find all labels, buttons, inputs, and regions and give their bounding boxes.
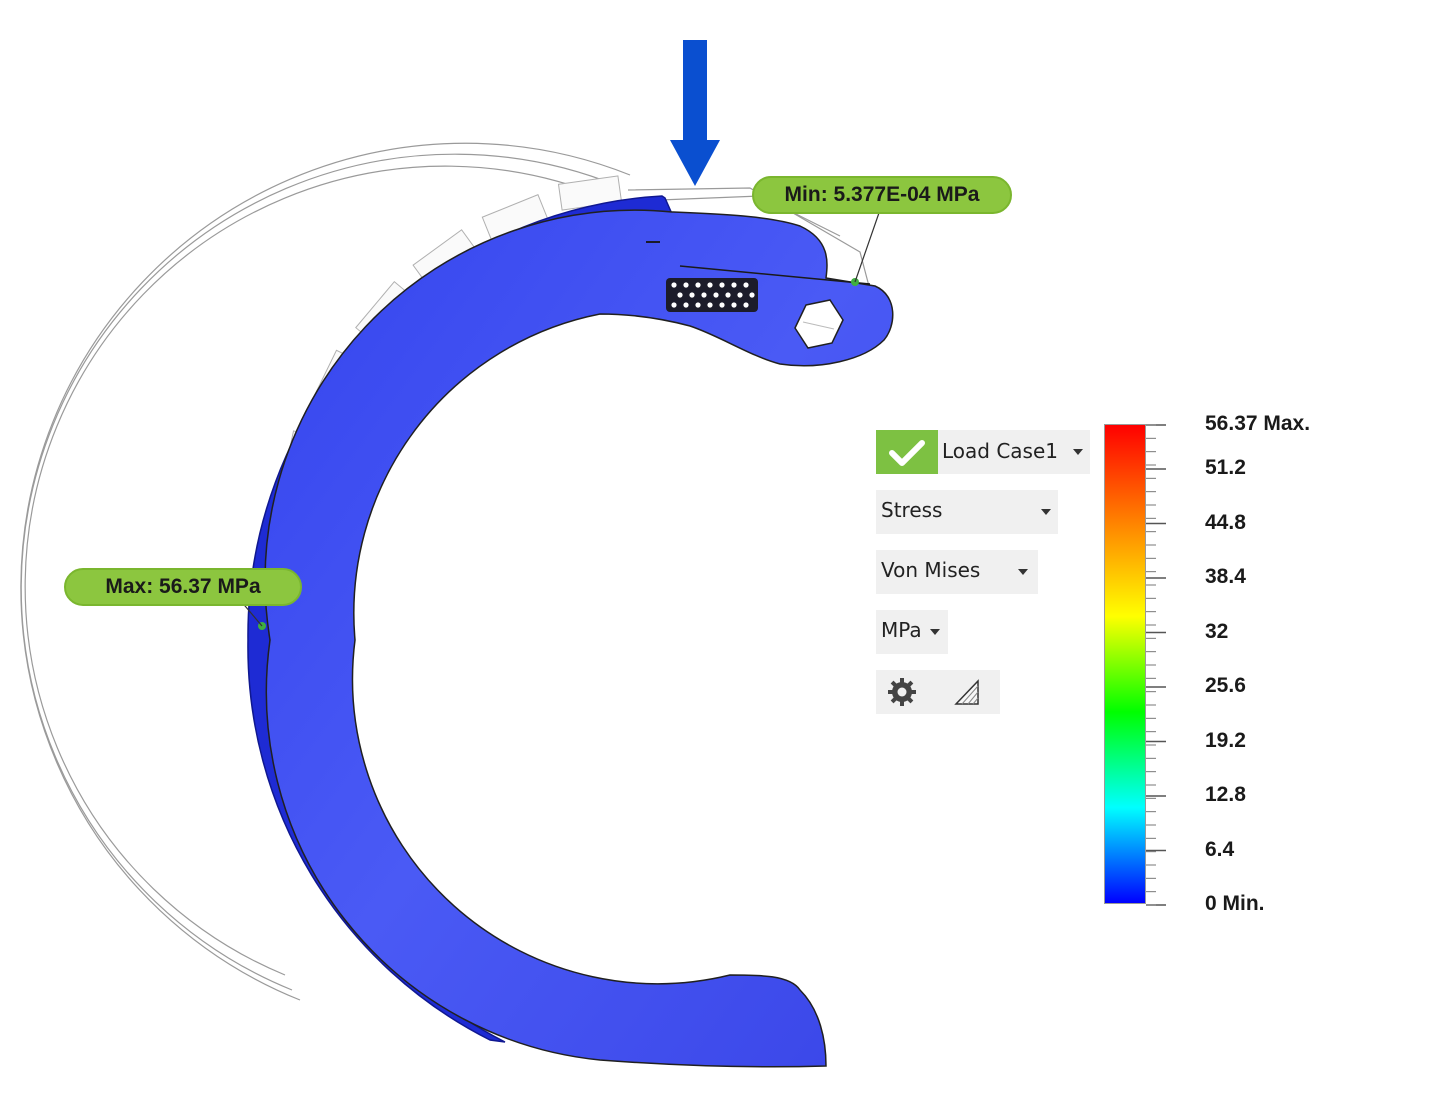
legend-label: 6.4 [1205,837,1235,861]
legend-label: 0 Min. [1205,892,1265,915]
min-stress-callout[interactable]: Min: 5.377E-04 MPa [752,176,1012,214]
load-case-label: Load Case1 [942,439,1059,463]
tab-slot [679,265,871,285]
chevron-down-icon [1073,449,1083,455]
stress-color-bar [1104,424,1146,904]
result-component-dropdown[interactable]: Von Mises [876,550,1038,594]
result-type-label: Stress [881,498,943,522]
hex-hole [794,299,844,349]
checkmark-icon[interactable] [876,430,938,474]
deformation-scale-icon[interactable] [954,678,980,711]
legend-label: 56.37 Max. [1205,412,1311,435]
legend-label: 51.2 [1205,456,1246,480]
c-shaped-part [264,209,894,1068]
result-type-dropdown[interactable]: Stress [876,490,1058,534]
result-component-label: Von Mises [881,558,981,582]
load-case-dropdown[interactable]: Load Case1 [876,430,1090,474]
chevron-down-icon [1041,509,1051,515]
lattice-pattern [666,278,758,312]
legend-label: 19.2 [1205,728,1246,752]
chevron-down-icon [930,629,940,635]
legend-label: 38.4 [1205,565,1246,589]
gear-icon[interactable] [886,676,918,713]
load-arrow[interactable] [670,40,720,186]
legend-tools [876,670,1000,714]
legend-ticks [1146,424,1166,906]
max-stress-callout[interactable]: Max: 56.37 MPa [64,568,302,606]
legend-label: 32 [1205,619,1229,643]
min-leader-line [854,209,881,283]
units-dropdown[interactable]: MPa [876,610,948,654]
units-label: MPa [881,618,922,642]
legend-label: 12.8 [1205,783,1246,806]
legend-label: 44.8 [1205,510,1246,534]
legend-label: 25.6 [1205,674,1246,697]
chevron-down-icon [1018,569,1028,575]
